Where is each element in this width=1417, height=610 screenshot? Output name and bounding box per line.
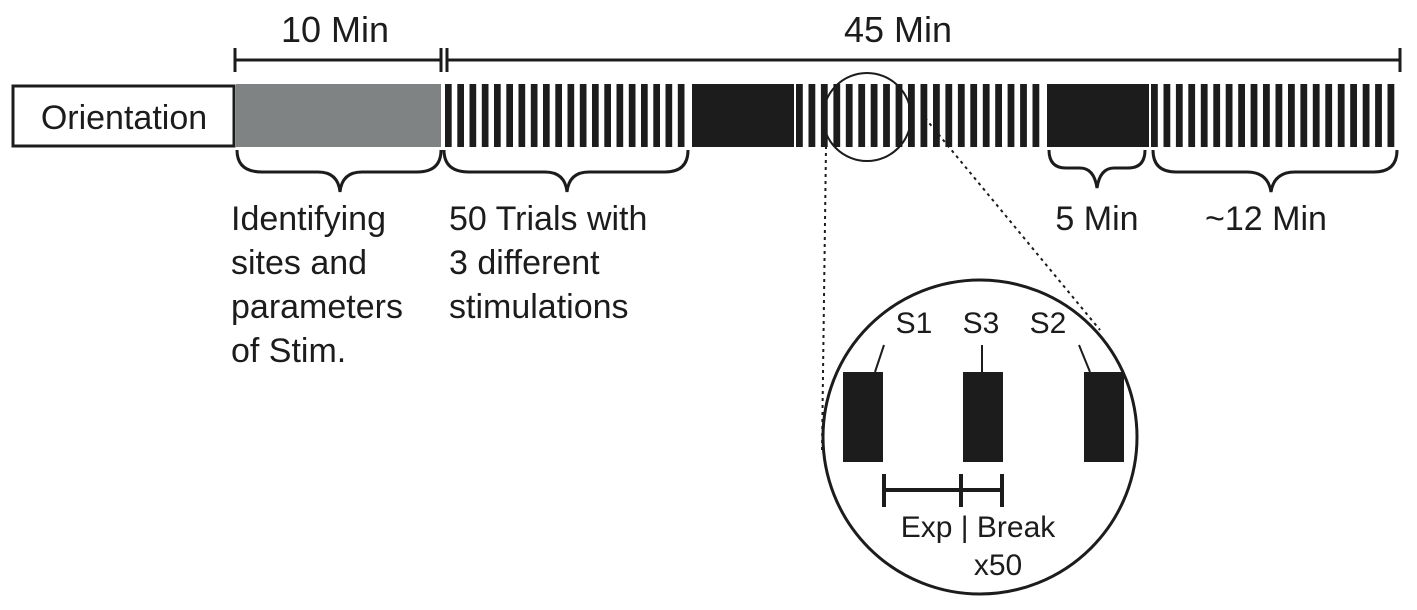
trial-bar xyxy=(457,84,464,147)
orientation-duration-label: 10 Min xyxy=(281,9,389,50)
trial-bar xyxy=(920,84,928,147)
stim-label-s2: S2 xyxy=(1030,307,1067,340)
trial-bar xyxy=(469,84,477,147)
trial-bar xyxy=(592,84,599,147)
trial-bar xyxy=(1263,84,1270,147)
trial-bar xyxy=(677,84,685,147)
trial-bar xyxy=(530,84,538,147)
break-brace xyxy=(1047,149,1147,189)
trial-bar xyxy=(628,84,636,147)
session-duration-bracket xyxy=(445,48,1402,72)
stim-label-s1: S1 xyxy=(896,307,933,340)
trial-bar xyxy=(1375,84,1382,147)
stim-pointer-s2 xyxy=(1078,344,1091,373)
exp-break-scale xyxy=(882,474,1004,507)
trial-bar xyxy=(1200,84,1208,147)
trial-bar xyxy=(820,84,828,147)
trial-bar xyxy=(543,84,550,147)
trial-bar xyxy=(858,84,866,147)
trial-bar xyxy=(481,84,489,147)
trial-bar xyxy=(1325,84,1333,147)
trial-bar xyxy=(1300,84,1308,147)
trial-bar xyxy=(1032,84,1040,147)
trial-bar xyxy=(653,84,660,147)
exp-break-label: Exp | Break xyxy=(901,511,1057,544)
break-block-2 xyxy=(1047,84,1149,147)
orientation-description: Identifying sites and parameters of Stim… xyxy=(231,200,412,370)
trial-bar xyxy=(845,84,853,147)
trial-bar xyxy=(555,84,562,147)
trial-bar xyxy=(1362,84,1370,147)
trials-description-line: 50 Trials with xyxy=(449,200,647,238)
trial-bar xyxy=(445,84,452,147)
trial-bar xyxy=(870,84,878,147)
trial-bar xyxy=(518,84,526,147)
orientation-description-line: sites and xyxy=(231,244,367,282)
trial-bar xyxy=(1163,84,1171,147)
trial-bar xyxy=(933,84,940,147)
stim-label-s3: S3 xyxy=(963,307,1000,340)
trial-bars xyxy=(445,84,1395,147)
trial-bar xyxy=(616,84,624,147)
trial-bar xyxy=(1151,84,1158,147)
final-trials-brace xyxy=(1151,149,1399,193)
trial-bar xyxy=(1213,84,1221,147)
trial-bar xyxy=(957,84,965,147)
trial-bar xyxy=(970,84,978,147)
trial-bar xyxy=(506,84,513,147)
trials-brace xyxy=(442,149,690,193)
orientation-brace xyxy=(235,149,443,193)
trial-bar xyxy=(1007,84,1015,147)
trial-bar xyxy=(1225,84,1233,147)
stim-pointer-s1 xyxy=(874,344,885,373)
stim-block-s3 xyxy=(963,372,1003,462)
orientation-block xyxy=(236,84,441,147)
trial-bar xyxy=(808,84,816,147)
trial-bar xyxy=(945,84,953,147)
trials-description-line: 3 different xyxy=(449,244,600,282)
orientation-label: Orientation xyxy=(41,99,207,137)
magnifier-circle xyxy=(822,72,912,162)
trial-bar xyxy=(1175,84,1183,147)
trials-description-line: stimulations xyxy=(449,288,629,326)
session-duration-label: 45 Min xyxy=(844,9,952,50)
trial-bar xyxy=(641,84,648,147)
trial-bar xyxy=(1238,84,1245,147)
trial-bar xyxy=(1337,84,1345,147)
trial-bar xyxy=(567,84,575,147)
trials-description: 50 Trials with 3 different stimulations xyxy=(449,200,657,326)
trial-bar xyxy=(895,84,903,147)
trial-bar xyxy=(1312,84,1320,147)
orientation-duration-bracket xyxy=(233,48,443,72)
repeat-label: x50 xyxy=(974,549,1022,582)
stim-block-s2 xyxy=(1084,372,1124,462)
trial-bar xyxy=(833,84,841,147)
trial-bar xyxy=(1188,84,1196,147)
trial-bar xyxy=(883,84,890,147)
orientation-description-line: of Stim. xyxy=(231,332,346,370)
trial-bar xyxy=(1288,84,1295,147)
final-duration-label: ~12 Min xyxy=(1205,200,1327,238)
stim-block-s1 xyxy=(843,372,883,462)
trial-bar xyxy=(579,84,587,147)
orientation-box xyxy=(11,84,236,148)
orientation-description-line: Identifying xyxy=(231,200,386,238)
trial-bar xyxy=(1387,84,1395,147)
trial-bar xyxy=(665,84,673,147)
orientation-description-line: parameters xyxy=(231,288,403,326)
trial-bar xyxy=(1350,84,1357,147)
trial-bar xyxy=(982,84,990,147)
trial-bar xyxy=(604,84,611,147)
break-duration-label: 5 Min xyxy=(1055,200,1138,238)
zoom-connector-left xyxy=(821,145,827,451)
trial-bar xyxy=(995,84,1002,147)
trial-bar xyxy=(1250,84,1258,147)
trial-bar xyxy=(494,84,501,147)
break-block-1 xyxy=(692,84,794,147)
trial-bar xyxy=(1020,84,1027,147)
trial-bar xyxy=(796,84,803,147)
trial-bar xyxy=(1275,84,1283,147)
